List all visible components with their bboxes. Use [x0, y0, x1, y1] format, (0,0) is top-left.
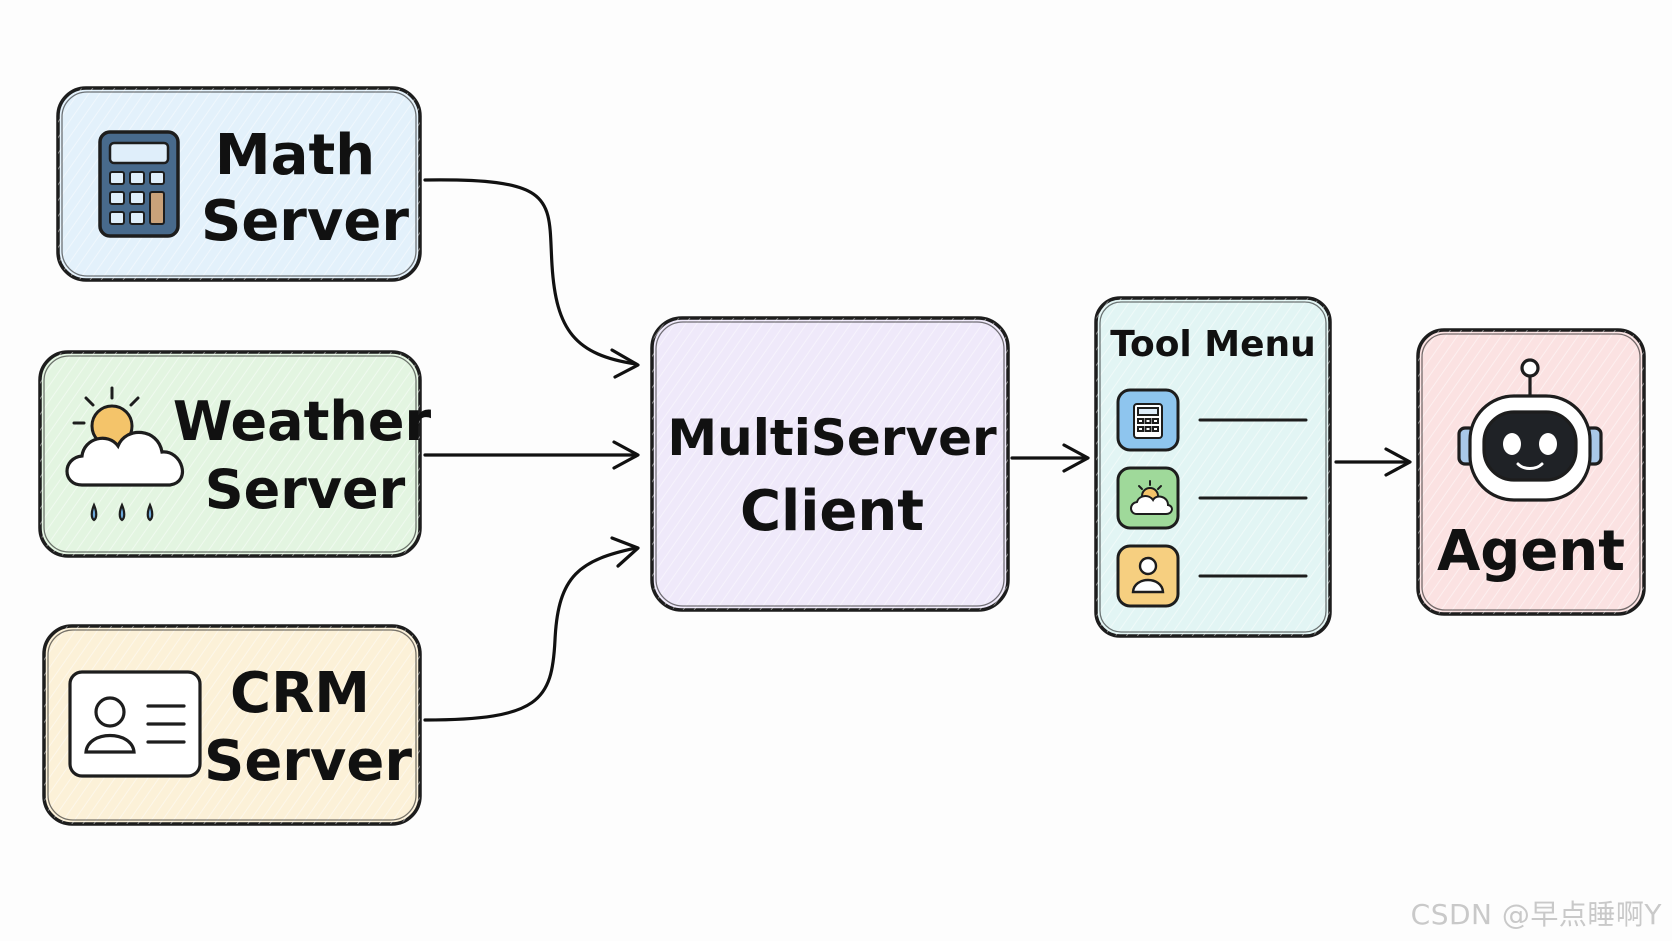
- weather-server-node: Weather Server: [38, 350, 432, 558]
- arrowhead-toolmenu: [1062, 443, 1090, 473]
- sun-cloud-rain-icon: [65, 386, 184, 522]
- math-server-node: Math Server: [56, 86, 422, 282]
- arrowhead-agent: [1384, 447, 1412, 477]
- weather-server-title: Weather: [173, 390, 432, 453]
- agent-node: Agent: [1416, 328, 1646, 616]
- crm-server-title: CRM: [230, 661, 370, 726]
- arrowhead-math: [610, 348, 640, 379]
- arrowhead-weather: [612, 440, 640, 470]
- multiserver-client-hatch: [652, 318, 1008, 610]
- tool-menu-node: Tool Menu: [1094, 296, 1332, 638]
- multiserver-client-node: MultiServer Client: [650, 316, 1010, 612]
- arrow-math-to-client: [423, 178, 638, 366]
- tool-menu-item-math: [1116, 388, 1308, 452]
- watermark: CSDN @早点睡啊Y: [1410, 898, 1662, 931]
- weather-server-subtitle: Server: [205, 458, 406, 521]
- sun-cloud-icon: [1130, 480, 1173, 515]
- crm-server-node: CRM Server: [42, 624, 422, 826]
- tool-menu-item-weather: [1116, 466, 1308, 530]
- connectors: [423, 178, 1412, 722]
- crm-server-subtitle: Server: [204, 729, 412, 794]
- tool-menu-title: Tool Menu: [1110, 324, 1316, 365]
- contact-card-icon: [68, 670, 202, 778]
- tool-menu-item-crm: [1116, 544, 1308, 608]
- multiserver-client-title: MultiServer: [667, 409, 997, 467]
- multiserver-client-subtitle: Client: [740, 479, 924, 544]
- robot-icon: [1457, 358, 1603, 502]
- agent-title: Agent: [1437, 519, 1625, 584]
- calculator-icon: [98, 130, 180, 238]
- calculator-icon: [1133, 403, 1163, 439]
- person-icon: [1131, 556, 1165, 594]
- arrowhead-crm: [610, 536, 640, 568]
- math-server-subtitle: Server: [201, 189, 409, 254]
- math-server-title: Math: [215, 123, 375, 188]
- arrow-crm-to-client: [423, 546, 638, 722]
